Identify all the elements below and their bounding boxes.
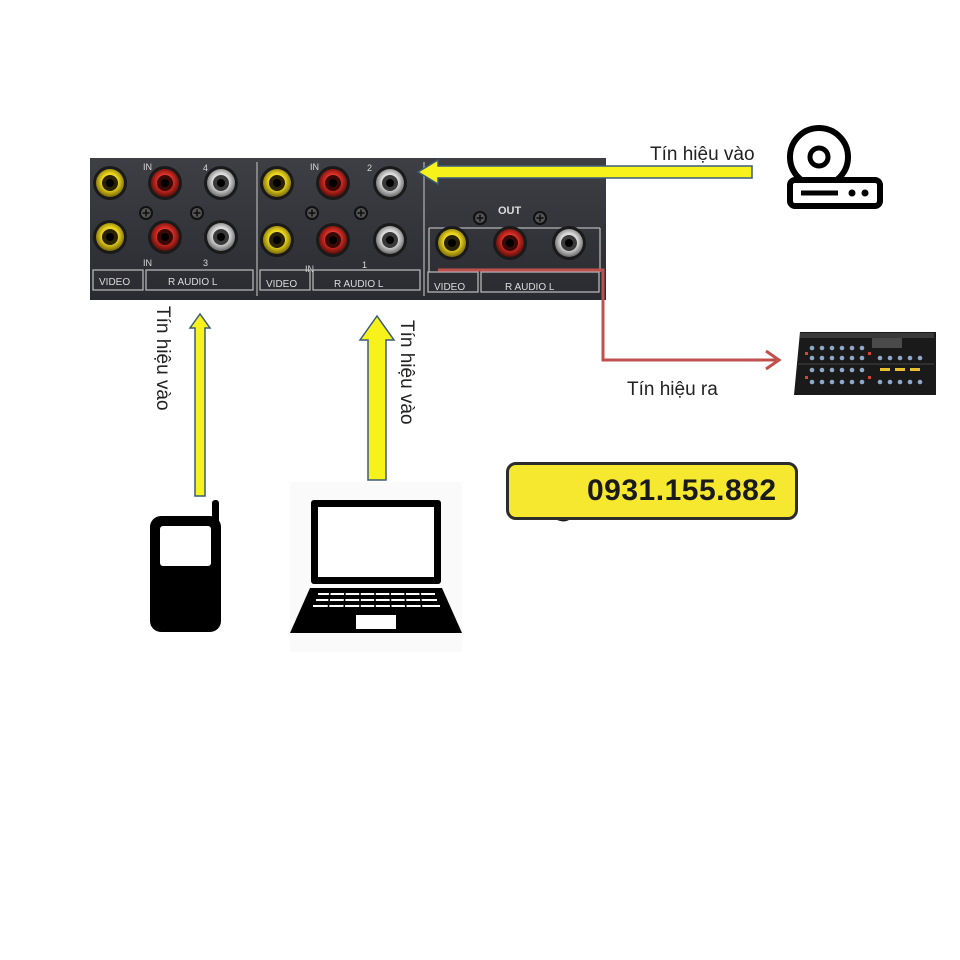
mobile-phone-icon (150, 500, 221, 632)
hotline-number: 0931.155.882 (587, 474, 777, 508)
panel-in-label: IN (143, 258, 152, 268)
input-label-phone: Tín hiệu vào (151, 306, 173, 411)
laptop-icon (290, 482, 462, 652)
input-label-dvd: Tín hiệu vào (650, 144, 755, 166)
panel-video-label: VIDEO (99, 277, 130, 288)
panel-video-label: VIDEO (434, 282, 465, 293)
panel-group-number: 4 (203, 163, 208, 173)
panel-in-label: IN (143, 162, 152, 172)
dvd-player-icon (790, 128, 880, 206)
panel-audio-label: R AUDIO L (168, 277, 218, 288)
input-arrow-phone (190, 314, 210, 496)
panel-in-label: IN (310, 162, 319, 172)
panel-group-number: 3 (203, 258, 208, 268)
panel-audio-label: R AUDIO L (505, 282, 555, 293)
av-switch-panel: IN 4 IN 2 IN 3 IN 1 OUT VIDEO R AUDIO L … (90, 158, 606, 300)
panel-video-label: VIDEO (266, 279, 297, 290)
amplifier-icon (794, 332, 936, 395)
panel-audio-label: R AUDIO L (334, 279, 384, 290)
input-label-laptop: Tín hiệu vào (395, 320, 417, 425)
panel-in-label: IN (305, 264, 314, 274)
panel-out-label: OUT (498, 205, 522, 217)
panel-group-number: 2 (367, 163, 372, 173)
hotline-badge: 0931.155.882 (506, 462, 798, 520)
panel-group-number: 1 (362, 260, 367, 270)
input-arrow-laptop (360, 316, 394, 480)
output-label: Tín hiệu ra (627, 379, 718, 401)
